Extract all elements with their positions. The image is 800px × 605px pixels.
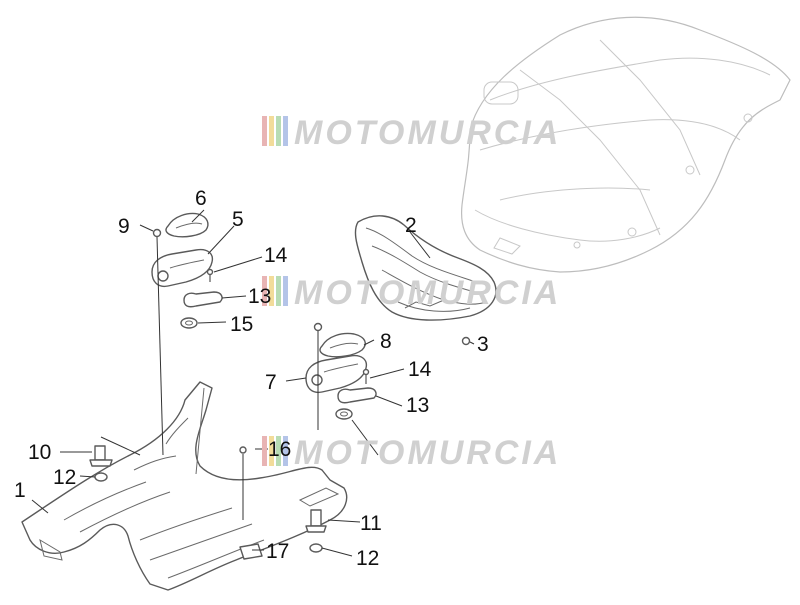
pin-part-11 [305,509,327,533]
callout-9: 9 [118,215,130,238]
screw-small-right [313,322,323,332]
watermark-stripe [262,116,267,146]
footrest-bracket-part-5 [151,248,214,288]
watermark-stripe [276,116,281,146]
rubber-insert-part-6 [165,212,209,238]
screw-part-3 [461,336,471,346]
rubber-insert-part-8 [319,332,366,358]
watermark-stripe [269,116,274,146]
watermark-stripe [262,436,267,466]
watermark-text: MOTOMURCIA [294,274,561,312]
watermark-stripe [269,276,274,306]
callout-1: 1 [14,479,26,502]
bracket-part-13-lower [337,387,377,404]
watermark-stripe [283,116,288,146]
callout-6: 6 [195,187,207,210]
callout-5: 5 [232,208,244,231]
screw-part-14-lower [362,368,370,384]
callout-10: 10 [28,441,51,464]
watermark-text: MOTOMURCIA [294,434,561,472]
washer-part-15 [180,317,198,329]
bracket-part-13-upper [183,291,223,308]
callout-12-left: 12 [53,466,76,489]
callout-13-lower: 13 [406,394,429,417]
callout-12-right: 12 [356,547,379,570]
callout-16: 16 [268,438,291,461]
callout-14-upper: 14 [264,244,288,267]
washer-part-12-left [94,472,108,482]
center-cover-part-2 [354,215,497,321]
callout-13-upper: 13 [248,285,271,308]
callout-7: 7 [265,371,277,394]
callout-2: 2 [405,214,417,237]
leader-lines [31,209,475,557]
callout-14-lower: 14 [408,358,432,381]
callout-17: 17 [266,540,289,563]
watermark-stripe [283,436,288,466]
watermark-bottom: MOTOMURCIA [262,434,561,472]
washer-right [335,408,353,420]
floor-panel-part-1 [21,381,348,591]
callout-labels: 1 2 3 5 6 7 8 9 10 11 12 12 13 13 14 14 … [14,187,489,570]
callout-3: 3 [477,333,489,356]
washer-part-12-right [309,543,323,553]
watermark-stripe [276,436,281,466]
watermark-top: MOTOMURCIA [262,114,561,152]
watermark-middle: MOTOMURCIA [262,274,561,312]
watermark-text: MOTOMURCIA [294,114,561,152]
body-frame-ghost [460,16,791,273]
watermark-stripe [269,436,274,466]
screw-part-9 [152,228,162,238]
callout-11: 11 [360,512,382,535]
watermark-stripe [276,276,281,306]
footrest-bracket-part-7 [305,354,368,394]
pin-part-10 [89,445,113,467]
callout-8: 8 [380,330,392,353]
screw-part-14-upper [206,268,214,282]
screw-part-16 [239,446,247,454]
watermark-stripe [283,276,288,306]
clip-part-17 [239,543,263,560]
watermark-stripe [262,276,267,306]
callout-15: 15 [230,313,253,336]
